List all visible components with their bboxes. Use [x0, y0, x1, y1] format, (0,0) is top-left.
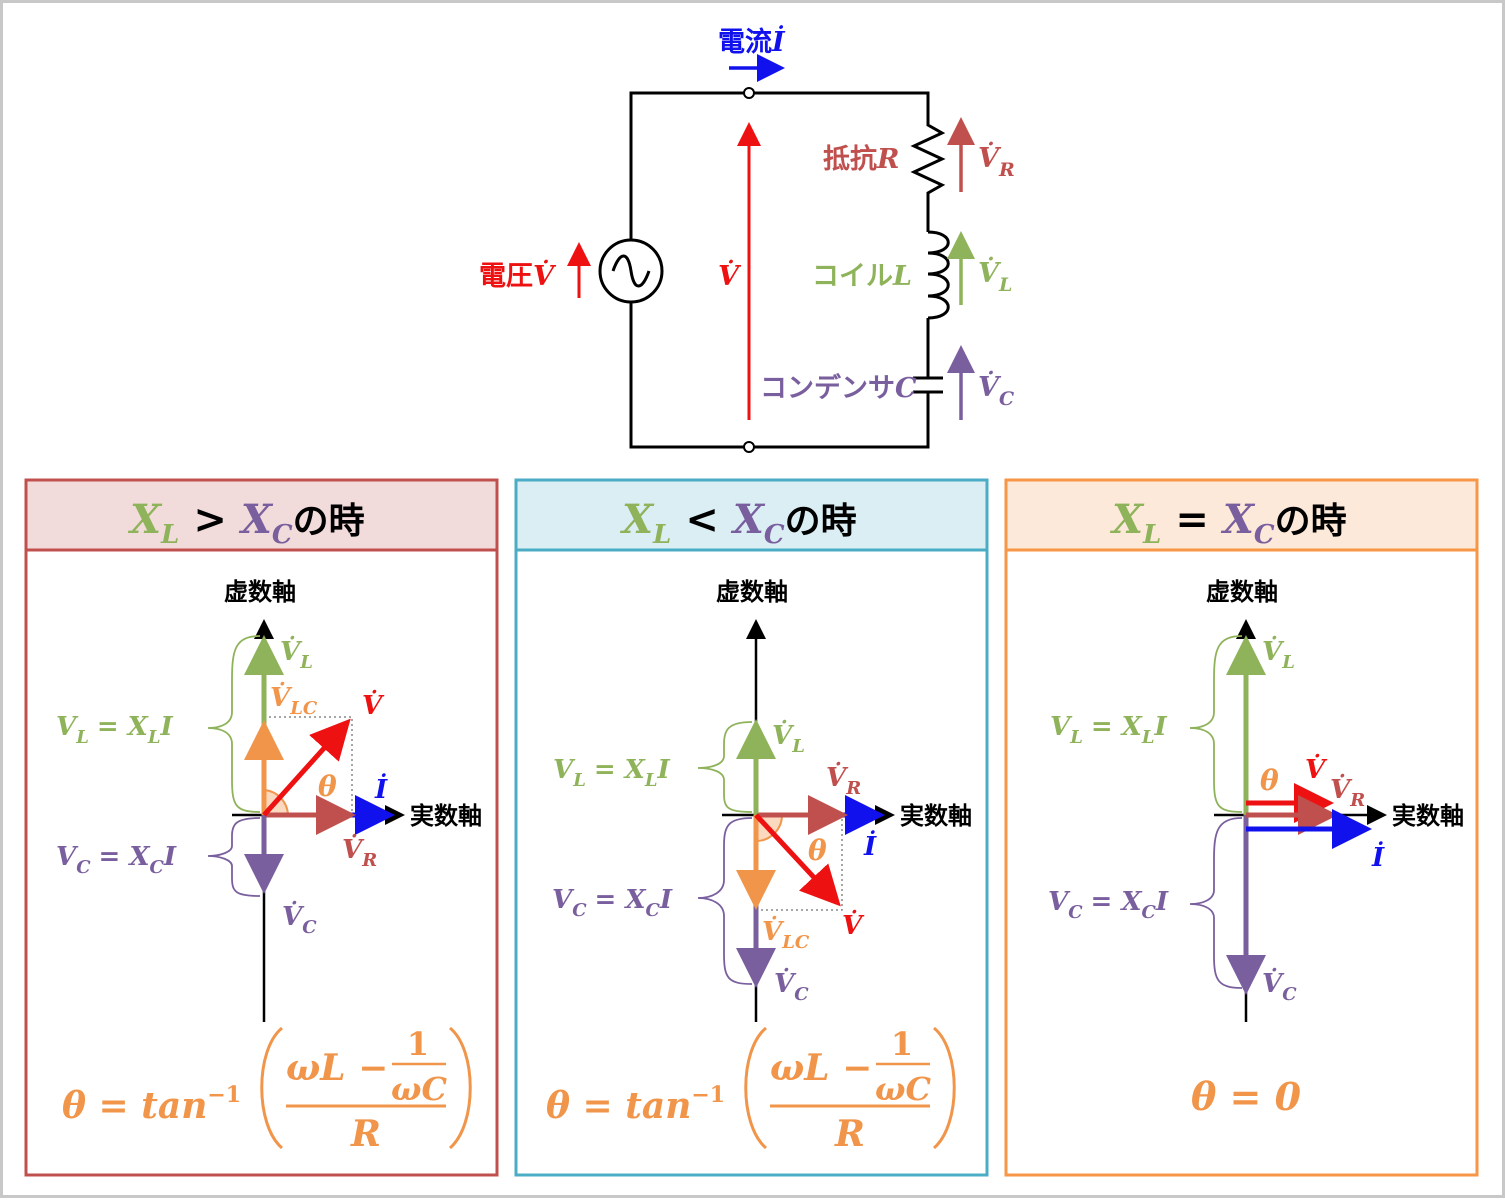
- sine-wave-icon: [611, 254, 651, 288]
- label-vl: V̇L: [280, 636, 313, 673]
- mid-voltage-label: V̇: [718, 259, 742, 292]
- label-v: V̇: [362, 690, 385, 721]
- brace-vc-label: VC= XCI: [1048, 887, 1169, 923]
- current-label: 電流İ: [718, 24, 786, 58]
- brace-vc-label: VC= XCI: [56, 842, 177, 878]
- capacitor-label: コンデンサC: [760, 372, 917, 404]
- formula-numerator: ωL −: [770, 1047, 872, 1089]
- coil-symbol: [927, 230, 950, 320]
- terminal-top: [743, 87, 755, 99]
- circuit-wire: [629, 91, 930, 449]
- panel-header: [514, 478, 989, 552]
- phasor-v: [262, 718, 351, 817]
- label-i: İ: [1371, 841, 1385, 873]
- formula-lhs: θ = tan−1: [62, 1082, 241, 1127]
- imag-axis-label: 虚数軸: [224, 578, 296, 606]
- formula-theta-zero: θ = 0: [1191, 1074, 1302, 1119]
- real-axis-label: 実数軸: [1392, 802, 1464, 830]
- label-vlc: V̇LC: [762, 916, 810, 953]
- label-vc: V̇C: [774, 968, 809, 1005]
- voltage-label: 電圧V̇: [479, 259, 557, 292]
- terminal-bottom: [743, 441, 755, 453]
- label-i: İ: [374, 773, 388, 805]
- formula-frac-den: ωC: [391, 1070, 447, 1108]
- formula-frac-num: 1: [891, 1025, 913, 1063]
- brace-vl-label: VL= XLI: [56, 712, 174, 748]
- panel-header: [1004, 478, 1479, 552]
- panel-header: [24, 478, 499, 552]
- label-v: V̇: [842, 910, 865, 941]
- brace-vl-label: VL= XLI: [553, 755, 671, 791]
- paren-right: [448, 1026, 472, 1150]
- phase-formula: θ = tan−1 ωL − 1 ωC R: [62, 1025, 472, 1155]
- imag-axis-label: 虚数軸: [716, 578, 788, 606]
- paren-left: [260, 1026, 284, 1150]
- panel-title: XL>XCの時: [127, 496, 365, 550]
- real-axis-label: 実数軸: [900, 802, 972, 830]
- formula-denominator: R: [350, 1113, 381, 1155]
- label-vlc: V̇LC: [270, 682, 318, 719]
- panel-title: XL<XCの時: [619, 496, 857, 550]
- circuit: 電流İ V̇ 電圧V̇ 抵抗R V̇R コイルL V̇L コンデンサC V̇C: [479, 24, 1015, 453]
- formula-numerator: ωL −: [286, 1047, 388, 1089]
- panel-xl-equal: XL=XCの時 虚数軸 実数軸 V̇L θ V̇ V̇R İ V̇C VL= X…: [1004, 478, 1479, 1177]
- formula-frac-num: 1: [407, 1025, 429, 1063]
- resistor-symbol: [910, 120, 946, 200]
- capacitor-voltage-label: V̇C: [978, 370, 1014, 410]
- label-vr: V̇R: [1330, 774, 1365, 811]
- coil-voltage-label: V̇L: [978, 256, 1012, 296]
- brace-vl-label: VL= XLI: [1050, 712, 1168, 748]
- imag-axis-label: 虚数軸: [1206, 578, 1278, 606]
- brace-vl: [697, 721, 753, 813]
- label-i: İ: [863, 830, 877, 862]
- resistor-voltage-label: V̇R: [978, 141, 1015, 181]
- label-theta: θ: [1260, 764, 1279, 797]
- label-vl: V̇L: [772, 720, 805, 757]
- panel-border: [1004, 478, 1479, 1177]
- label-vl: V̇L: [1262, 636, 1295, 673]
- label-theta: θ: [318, 770, 337, 803]
- panel-xl-less: XL<XCの時 虚数軸 実数軸 V̇L V̇R İ θ V̇ V̇LC V̇C …: [514, 478, 989, 1177]
- resistor-label: 抵抗R: [823, 143, 899, 175]
- brace-vl: [207, 635, 261, 813]
- projection-dotted: [756, 815, 843, 911]
- label-vc: V̇C: [282, 901, 317, 938]
- brace-vc-label: VC= XCI: [552, 885, 673, 921]
- phasor-v: [754, 813, 841, 907]
- formula-denominator: R: [834, 1113, 865, 1155]
- brace-vc: [697, 817, 753, 985]
- real-axis-label: 実数軸: [410, 802, 482, 830]
- formula-lhs: θ = tan−1: [546, 1082, 725, 1127]
- panel-title: XL=XCの時: [1109, 496, 1347, 550]
- brace-vc: [1189, 817, 1243, 989]
- formula-frac-den: ωC: [875, 1070, 931, 1108]
- label-vc: V̇C: [1262, 968, 1297, 1005]
- label-theta: θ: [808, 834, 827, 867]
- paren-right: [932, 1026, 956, 1150]
- phase-formula: θ = tan−1 ωL − 1 ωC R: [546, 1025, 956, 1155]
- label-vr: V̇R: [342, 834, 377, 871]
- brace-vl: [1189, 635, 1243, 813]
- brace-vc: [207, 817, 261, 897]
- label-v: V̇: [1305, 754, 1328, 785]
- coil-label: コイルL: [812, 261, 912, 292]
- label-vr: V̇R: [826, 762, 861, 799]
- panel-xl-greater: XL>XCの時 虚数軸 実数軸 V̇L V̇LC V̇ θ İ V̇R V̇C …: [24, 478, 499, 1177]
- paren-left: [744, 1026, 768, 1150]
